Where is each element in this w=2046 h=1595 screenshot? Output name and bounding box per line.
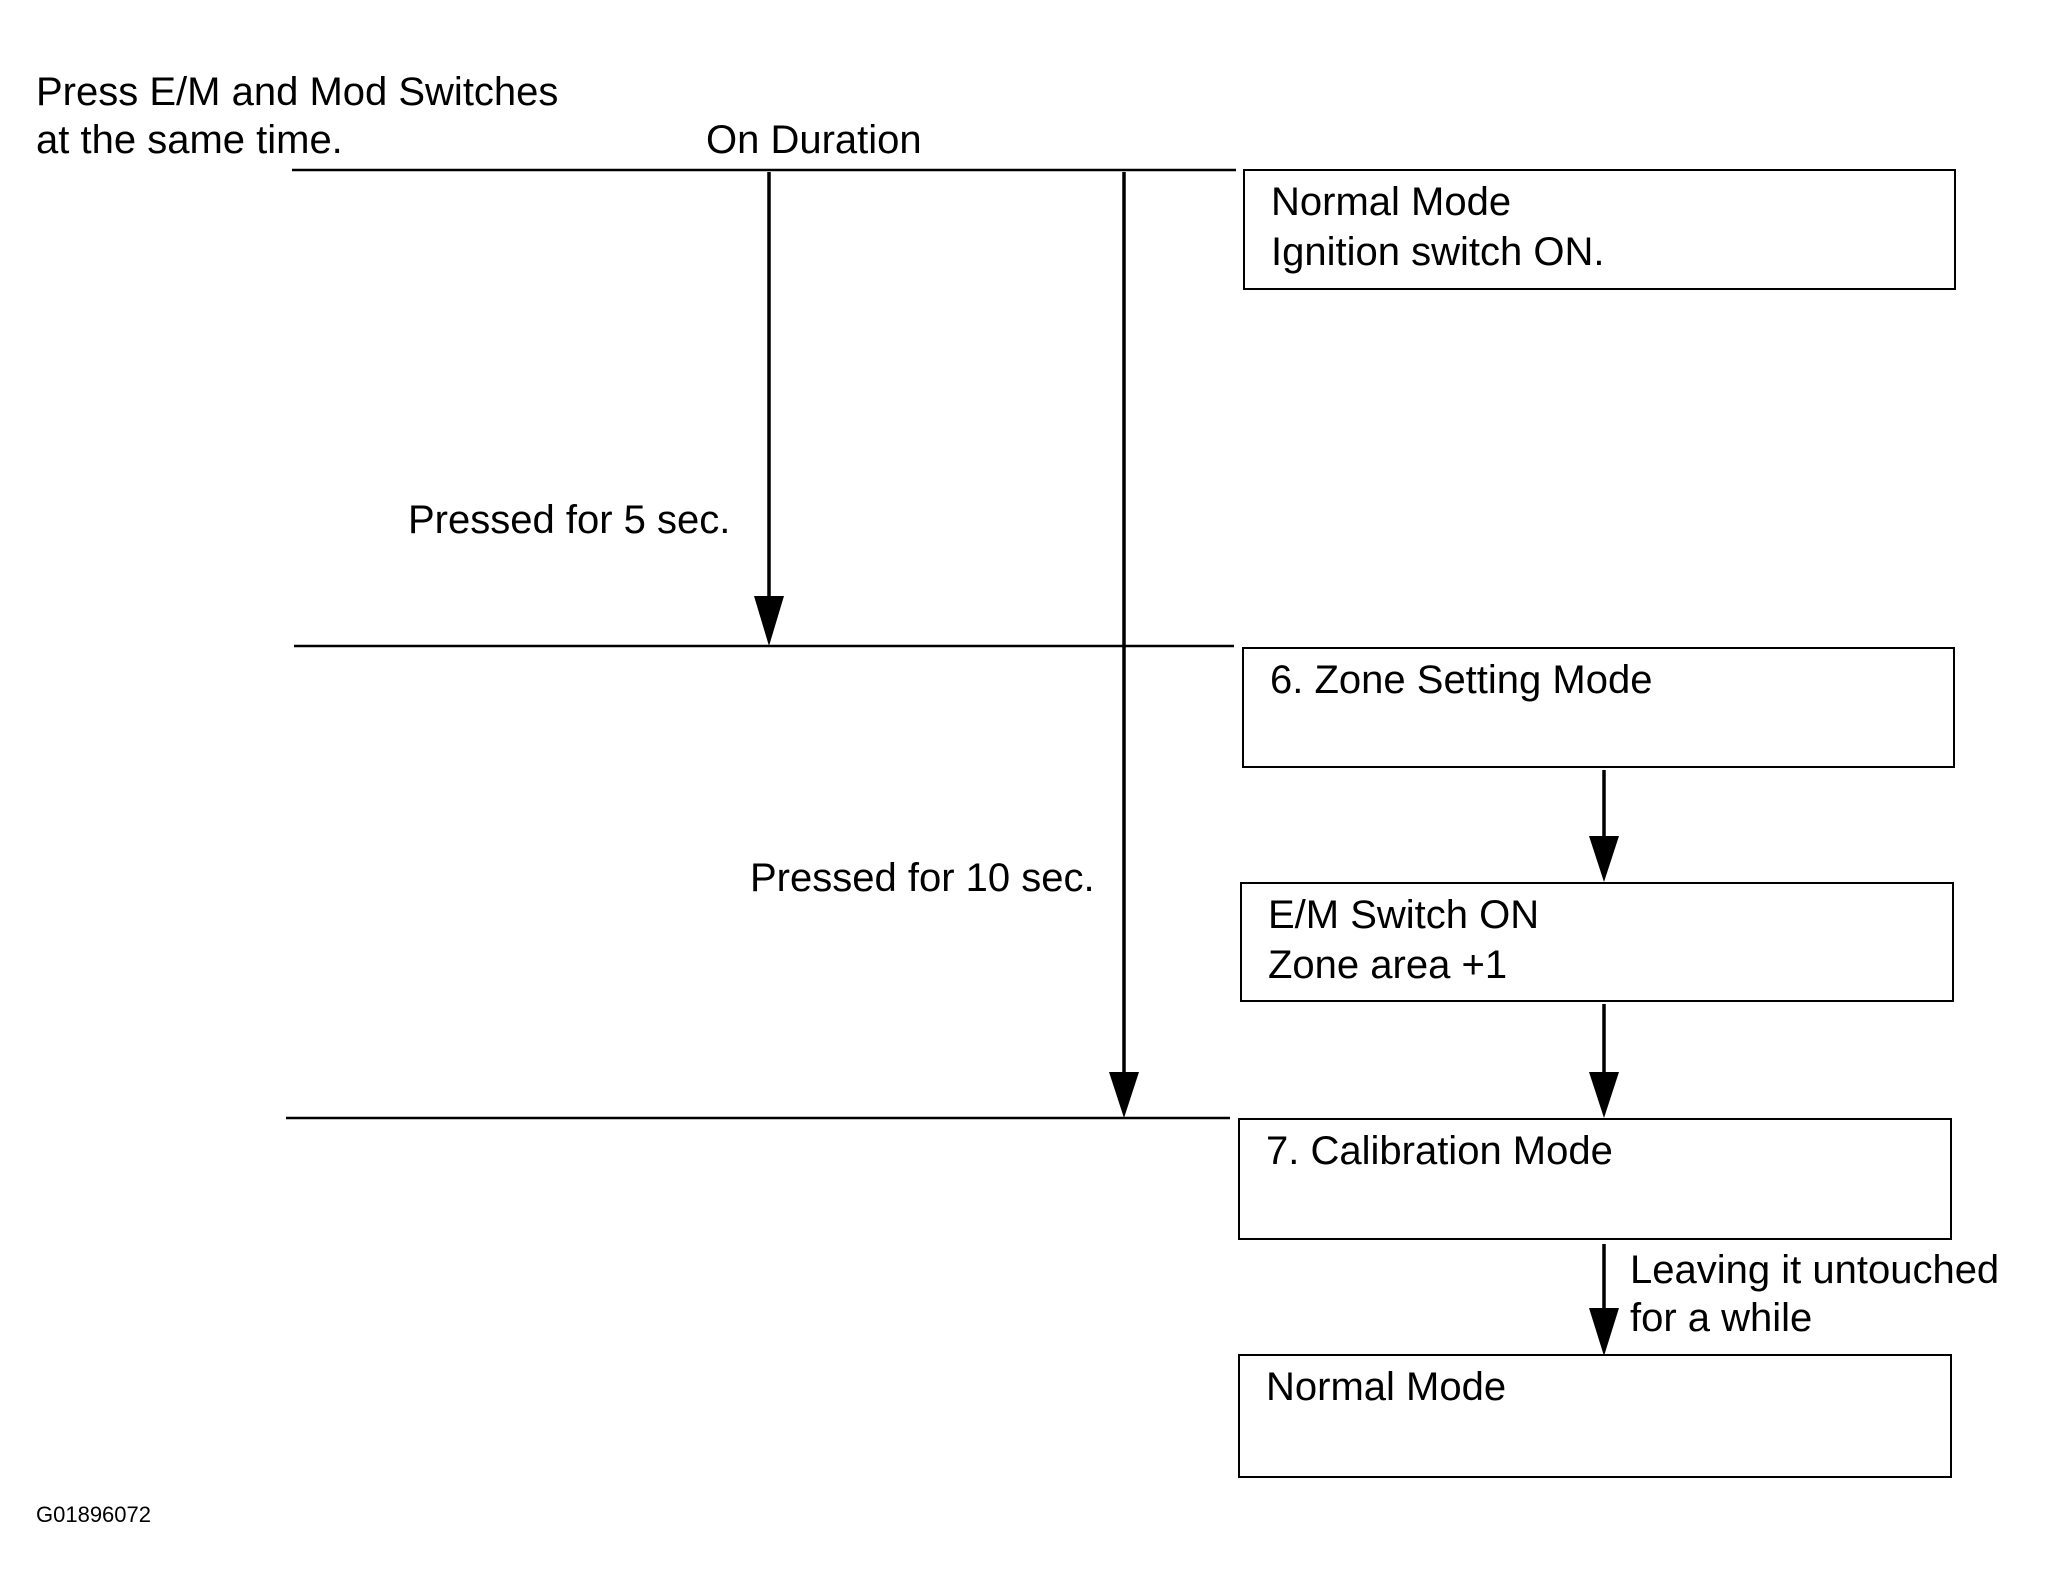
em-switch-title: E/M Switch ON xyxy=(1268,893,1540,937)
pressed-10-label: Pressed for 10 sec. xyxy=(750,856,1095,900)
untouched-line-1: Leaving it untouched xyxy=(1630,1248,2000,1292)
em-switch-box: E/M Switch ON Zone area +1 xyxy=(1240,882,1954,1002)
normal-mode-end-box: Normal Mode xyxy=(1238,1354,1952,1478)
instruction-line-2: at the same time. xyxy=(36,118,343,162)
zone-setting-mode-box: 6. Zone Setting Mode xyxy=(1242,647,1955,768)
arrowhead-5sec xyxy=(754,596,784,646)
on-duration-label: On Duration xyxy=(706,118,922,162)
instruction-line-1: Press E/M and Mod Switches xyxy=(36,70,559,114)
instruction-text: Press E/M and Mod Switches at the same t… xyxy=(36,68,558,164)
calibration-mode-box: 7. Calibration Mode xyxy=(1238,1118,1952,1240)
normal-mode-start-title: Normal Mode xyxy=(1271,180,1512,224)
arrowhead-em-to-calibration xyxy=(1589,1072,1619,1118)
zone-setting-mode-title: 6. Zone Setting Mode xyxy=(1270,658,1653,702)
arrowhead-10sec xyxy=(1109,1072,1139,1118)
untouched-label: Leaving it untouched for a while xyxy=(1630,1246,1999,1342)
arrowhead-zone-to-em xyxy=(1589,836,1619,882)
normal-mode-start-box: Normal Mode Ignition switch ON. xyxy=(1243,169,1956,290)
untouched-line-2: for a while xyxy=(1630,1296,1813,1340)
calibration-mode-title: 7. Calibration Mode xyxy=(1266,1129,1613,1173)
normal-mode-end-title: Normal Mode xyxy=(1266,1365,1507,1409)
figure-code: G01896072 xyxy=(36,1502,151,1527)
em-switch-zone: Zone area +1 xyxy=(1268,943,1508,987)
normal-mode-start-condition: Ignition switch ON. xyxy=(1271,230,1605,274)
arrowhead-calibration-to-normal xyxy=(1589,1308,1619,1356)
pressed-5-label: Pressed for 5 sec. xyxy=(408,498,731,542)
